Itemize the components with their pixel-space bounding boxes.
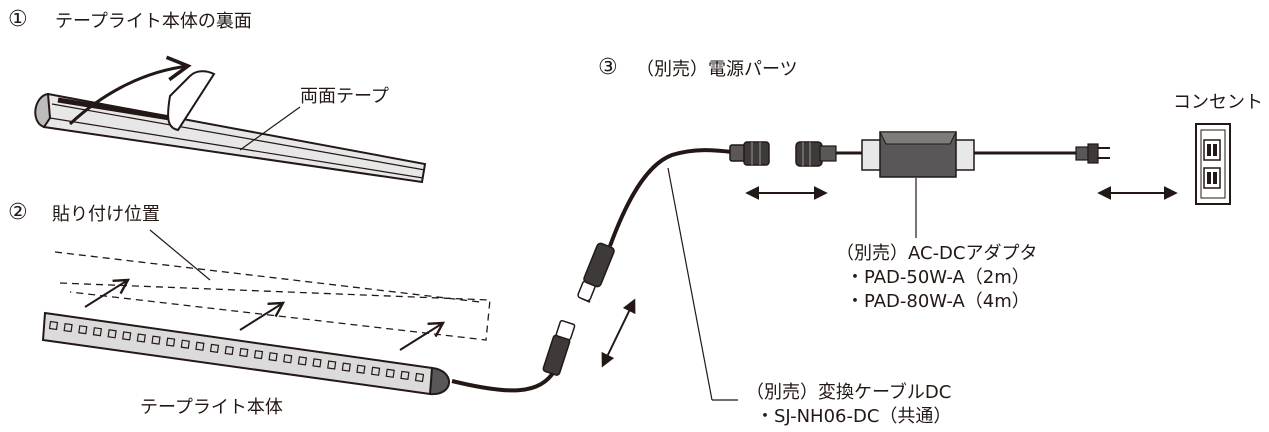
connect-arrow-cable (601, 298, 636, 368)
led-chip (268, 352, 278, 362)
double-tape-label: 両面テープ (300, 86, 389, 107)
tape-light-back-illustration (34, 55, 427, 184)
wall-outlet (1195, 123, 1231, 205)
adapter-model-1: ・PAD-50W-A（2m） (846, 267, 1030, 288)
led-chip (48, 320, 59, 331)
led-chip (327, 360, 337, 370)
led-chip (151, 335, 161, 345)
led-chip (283, 354, 293, 364)
step-2-title: 貼り付け位置 (52, 204, 160, 225)
led-chip (107, 329, 117, 339)
led-chip (136, 333, 146, 343)
step-1-marker: ① (8, 7, 28, 32)
adapter-model-2: ・PAD-80W-A（4m） (846, 291, 1030, 312)
led-chip (209, 343, 220, 354)
led-chip (385, 368, 395, 378)
led-chip (297, 356, 308, 366)
step-3-marker: ③ (598, 55, 618, 80)
double-tape-leader (239, 106, 301, 151)
led-chip (92, 327, 103, 337)
led-chip (63, 322, 73, 333)
cable-model: ・SJ-NH06-DC（共通） (756, 406, 952, 427)
led-chips (48, 320, 425, 383)
led-chip (253, 349, 264, 360)
led-chip (239, 347, 249, 358)
step-1-title: テープライト本体の裏面 (55, 11, 252, 32)
conversion-cable (451, 141, 770, 401)
led-chip (165, 337, 176, 347)
led-chip (195, 341, 205, 351)
cable-title: （別売）変換ケーブルDC (746, 382, 952, 403)
led-chip (414, 372, 425, 383)
led-chip (356, 364, 366, 374)
led-chip (180, 339, 190, 349)
mounting-position-illustration (54, 229, 491, 351)
ac-dc-adapter (795, 131, 1110, 238)
tape-light-body-label: テープライト本体 (140, 397, 283, 418)
led-chip (78, 325, 88, 335)
led-chip (224, 345, 234, 356)
outlet-label: コンセント (1173, 92, 1263, 113)
led-chip (341, 362, 351, 372)
tape-light-body (41, 311, 450, 396)
led-chip (370, 366, 381, 376)
led-chip (122, 331, 132, 341)
step-3-title: （別売）電源パーツ (636, 59, 798, 80)
adapter-title: （別売）AC-DCアダプタ (836, 243, 1038, 264)
led-chip (312, 358, 322, 368)
step-2-marker: ② (8, 200, 28, 225)
led-chip (400, 370, 410, 381)
